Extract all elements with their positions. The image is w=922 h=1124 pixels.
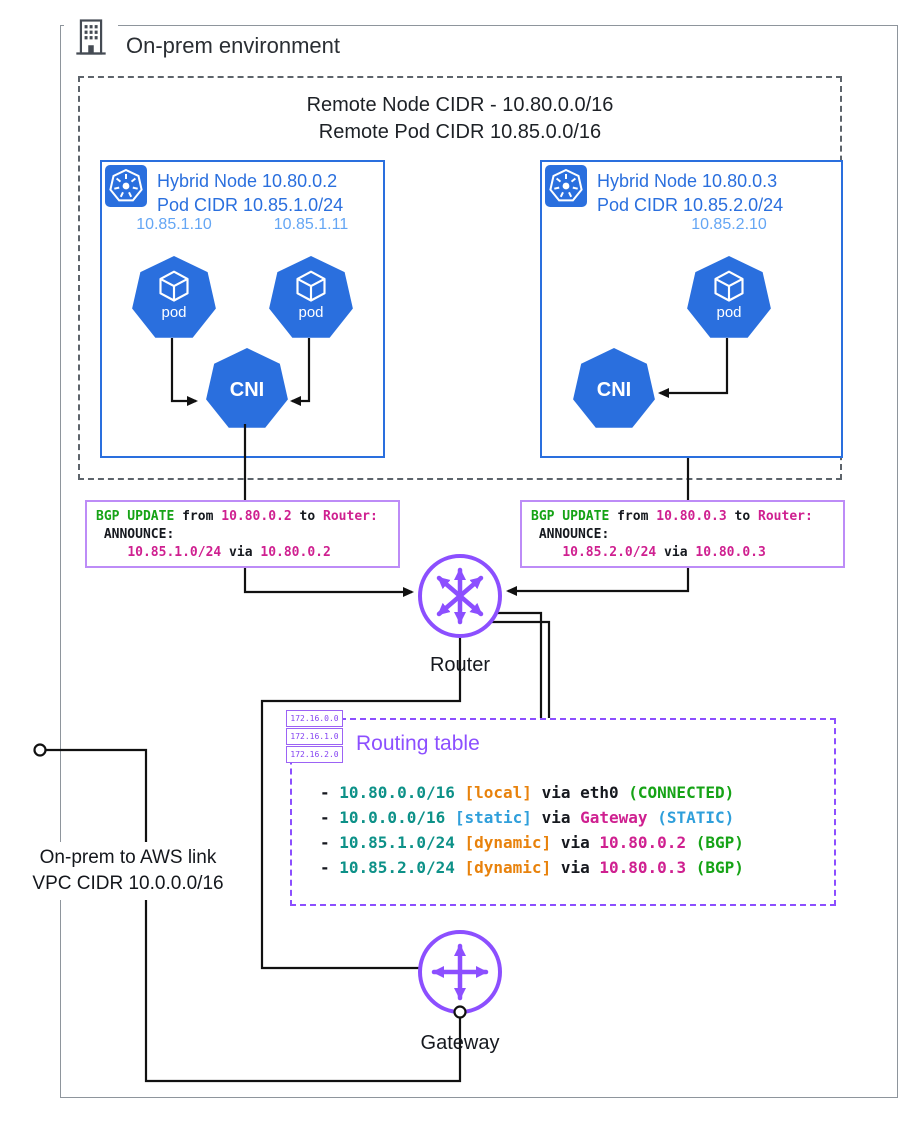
environment-title: On-prem environment [126,33,340,58]
remote-pod-cidr-line: Remote Pod CIDR 10.85.0.0/16 [318,121,602,143]
route-entry: - 10.80.0.0/16 [local] via eth0 (CONNECT… [320,783,735,802]
node-2-pod-cidr: Pod CIDR 10.85.2.0/24 [597,195,784,215]
router-label: Router [429,654,491,676]
remote-node-cidr-line: Remote Node CIDR - 10.80.0.0/16 [306,94,614,116]
mini-table-icon: 172.16.1.0 [286,728,343,745]
onprem-link-line-1: On-prem to AWS link [39,847,217,868]
pod-label: pod [298,304,324,321]
hybrid-node-1-box: Hybrid Node 10.80.0.2 Pod CIDR 10.85.1.0… [100,160,385,458]
bgp-update-1-line-3: 10.85.1.0/24 via 10.80.0.2 [127,545,331,560]
pod-icon: pod [687,256,771,338]
route-entry: - 10.85.1.0/24 [dynamic] via 10.80.0.2 (… [320,833,744,852]
node-2-name: Hybrid Node 10.80.0.3 [597,171,778,191]
route-entry: - 10.85.2.0/24 [dynamic] via 10.80.0.3 (… [320,858,744,877]
mini-table-icon: 172.16.2.0 [286,746,343,763]
bgp-update-1-line-1: BGP UPDATE from 10.80.0.2 to Router: [96,509,378,524]
onprem-environment-box [60,25,898,1098]
routing-table-entries: - 10.80.0.0/16 [local] via eth0 (CONNECT… [320,780,744,880]
cube-icon [159,270,189,302]
pod-ip-label: 10.85.1.10 [136,216,212,233]
bgp-update-2-line-3: 10.85.2.0/24 via 10.80.0.3 [562,545,766,560]
mini-table-icon: 172.16.0.0 [286,710,343,727]
hybrid-node-2-box: Hybrid Node 10.80.0.3 Pod CIDR 10.85.2.0… [540,160,843,458]
cni-icon: CNI [206,348,288,428]
pod-label: pod [716,304,742,321]
node-1-pod-cidr: Pod CIDR 10.85.1.0/24 [157,195,344,215]
building-icon-glyph [76,19,106,55]
link-endpoint-circle [33,743,47,757]
node-1-title: Hybrid Node 10.80.0.2 Pod CIDR 10.85.1.0… [157,169,343,217]
pod-label: pod [161,304,187,321]
routing-table-title: Routing table [356,732,480,755]
cni-label: CNI [596,378,632,401]
remote-cidr-title: Remote Node CIDR - 10.80.0.0/16 Remote P… [78,92,842,146]
pod-ip-label: 10.85.2.10 [691,216,767,233]
cube-icon [714,270,744,302]
bgp-update-2-box: BGP UPDATE from 10.80.0.3 to Router: ANN… [520,500,845,568]
node-2-title: Hybrid Node 10.80.0.3 Pod CIDR 10.85.2.0… [597,169,783,217]
cube-icon [296,270,326,302]
routing-table-box: Routing table - 10.80.0.0/16 [local] via… [290,718,836,906]
bgp-update-1-line-2: ANNOUNCE: [96,527,175,542]
bgp-update-2-line-2: ANNOUNCE: [531,527,610,542]
route-entry: - 10.0.0.0/16 [static] via Gateway (STAT… [320,808,735,827]
onprem-link-line-2: VPC CIDR 10.0.0.0/16 [32,873,224,894]
cni-label: CNI [229,378,265,401]
building-icon [64,10,118,64]
pod-icon: pod [132,256,216,338]
bgp-update-1-box: BGP UPDATE from 10.80.0.2 to Router: ANN… [85,500,400,568]
onprem-aws-link-label: On-prem to AWS link VPC CIDR 10.0.0.0/16 [16,842,240,900]
cni-icon: CNI [573,348,655,428]
gateway-label: Gateway [420,1032,500,1054]
node-1-name: Hybrid Node 10.80.0.2 [157,171,338,191]
pod-icon: pod [269,256,353,338]
pod-ip-label: 10.85.1.11 [273,216,349,233]
kubernetes-icon [105,165,147,207]
bgp-update-2-line-1: BGP UPDATE from 10.80.0.3 to Router: [531,509,813,524]
kubernetes-icon [545,165,587,207]
